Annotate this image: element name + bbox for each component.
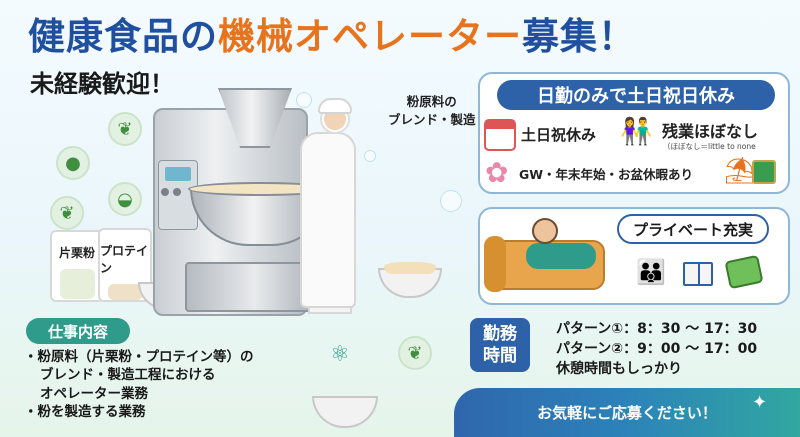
job-item: ・粉を製造する業務 — [24, 404, 146, 421]
leaf-icon: ❦ — [108, 112, 142, 146]
job-item-continuation: ブレンド・製造工程における — [40, 367, 216, 384]
work-time-badge: 勤務 時間 — [470, 318, 530, 372]
apply-banner[interactable]: お気軽にご応募ください！ — [454, 388, 800, 437]
title-part-3: 募集！ — [522, 15, 636, 58]
weekend-off-text: 土日祝休み — [521, 126, 597, 144]
relaxing-person-body — [526, 243, 596, 269]
new-year-decoration-icon — [752, 160, 776, 184]
relaxing-person-head — [532, 218, 558, 244]
long-holidays-text: GW・年末年始・お盆休暇あり — [519, 167, 694, 182]
people-icon: 👫 — [620, 117, 653, 147]
worker-body — [300, 132, 356, 308]
sparkle-icon: ✦ — [752, 392, 768, 413]
powder-icon: ◒ — [108, 182, 142, 216]
job-item: ・粉原料（片栗粉・プロテイン等）の — [24, 349, 254, 365]
family-icon: 👪 — [636, 258, 666, 286]
break-time-text: 休憩時間もしっかり — [556, 361, 682, 377]
bag-label: 片栗粉 — [58, 246, 95, 260]
worker-cap — [318, 98, 352, 114]
bag-picture — [59, 269, 95, 299]
leaf-icon: ❦ — [398, 336, 432, 370]
protein-bag: プロテイン — [98, 228, 152, 302]
page-title: 健康食品の機械オペレーター募集！ — [28, 6, 636, 60]
panel-button — [161, 188, 169, 196]
leaf-icon: ❦ — [50, 196, 84, 230]
powder-pile — [384, 262, 436, 274]
caption-line: ブレンド・製造 — [388, 111, 476, 127]
calendar-icon — [484, 119, 516, 151]
almond-icon: ● — [56, 146, 90, 180]
bag-picture — [107, 284, 143, 300]
bubble-decoration — [296, 92, 312, 108]
bag-label: プロテイン — [100, 244, 149, 275]
powder-bowl — [312, 396, 378, 428]
job-item-continuation: オペレーター業務 — [40, 385, 148, 402]
shift-pattern-2: パターン②：9：00 〜 17：00 — [556, 341, 758, 357]
bubble-decoration — [364, 150, 376, 162]
overtime-text: 残業ほぼなし — [662, 122, 759, 141]
holidays-heading: 日勤のみで土日祝日休み — [497, 80, 775, 110]
title-part-1: 健康食品の — [28, 15, 218, 58]
job-content-list: ・粉原料（片栗粉・プロテイン等）の ブレンド・製造工程における オペレーター業務… — [24, 348, 254, 421]
badge-line: 時間 — [483, 346, 517, 366]
bubble-decoration — [440, 190, 462, 212]
molecule-icon: ⚛ — [330, 342, 350, 367]
caption-line: 粉原料の — [406, 94, 457, 109]
katakuriko-bag: 片栗粉 — [50, 230, 104, 302]
illustration-caption: 粉原料の ブレンド・製造 — [388, 93, 476, 128]
title-part-2: 機械オペレーター — [218, 15, 522, 58]
sakura-icon: ✿ — [485, 156, 509, 189]
overtime-note: （ほぼなし＝little to none — [663, 142, 756, 151]
shift-pattern-1: パターン①：8：30 〜 17：30 — [556, 321, 758, 337]
sofa-arm-picture — [484, 236, 506, 292]
job-content-heading: 仕事内容 — [26, 318, 130, 344]
subtitle: 未経験歓迎！ — [30, 70, 174, 98]
book-icon — [683, 262, 713, 286]
panel-screen — [165, 167, 191, 181]
private-life-label: プライベート充実 — [617, 214, 769, 244]
beach-umbrella-icon: ⛱ — [724, 156, 758, 186]
badge-line: 勤務 — [483, 323, 517, 344]
panel-button — [173, 188, 181, 196]
